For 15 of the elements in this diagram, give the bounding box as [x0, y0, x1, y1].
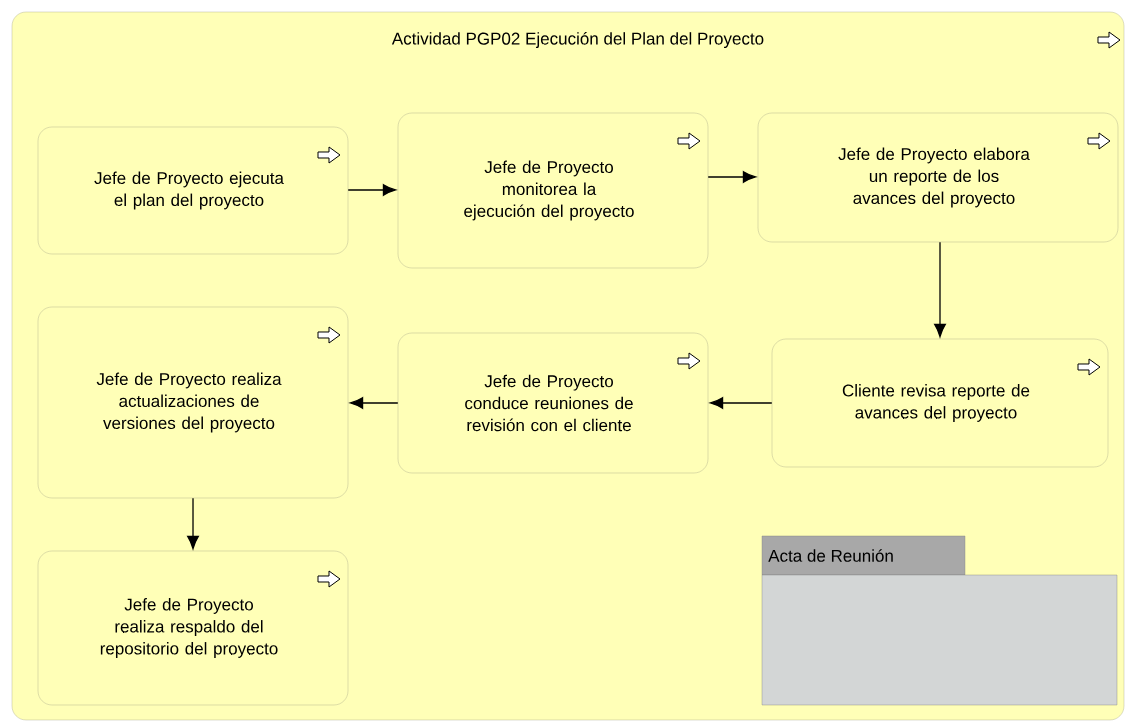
arrow: [707, 171, 757, 183]
arrow: [934, 241, 946, 338]
process-box: Jefe de Proyecto ejecuta el plan del proyecto: [37, 126, 349, 255]
document-object: Acta de Reunión: [761, 535, 1118, 706]
arrow: [187, 497, 199, 550]
process-box: Jefe de Proyecto realiza respaldo del repositorio del proyecto: [37, 550, 349, 706]
process-box: Jefe de Proyecto monitorea la ejecución del proyecto: [397, 112, 709, 269]
arrow: [349, 397, 399, 409]
process-box: Jefe de Proyecto elabora un reporte de los avances del proyecto: [757, 112, 1119, 243]
arrow: [347, 184, 397, 196]
process-box: Cliente revisa reporte de avances del proyecto: [771, 338, 1109, 468]
process-box: Jefe de Proyecto conduce reuniones de revisión con el cliente: [397, 332, 709, 474]
process-box: Jefe de Proyecto realiza actualizaciones de versiones del proyecto: [37, 306, 349, 499]
node-label: Acta de Reunión: [768, 549, 893, 562]
arrow: [709, 397, 773, 409]
